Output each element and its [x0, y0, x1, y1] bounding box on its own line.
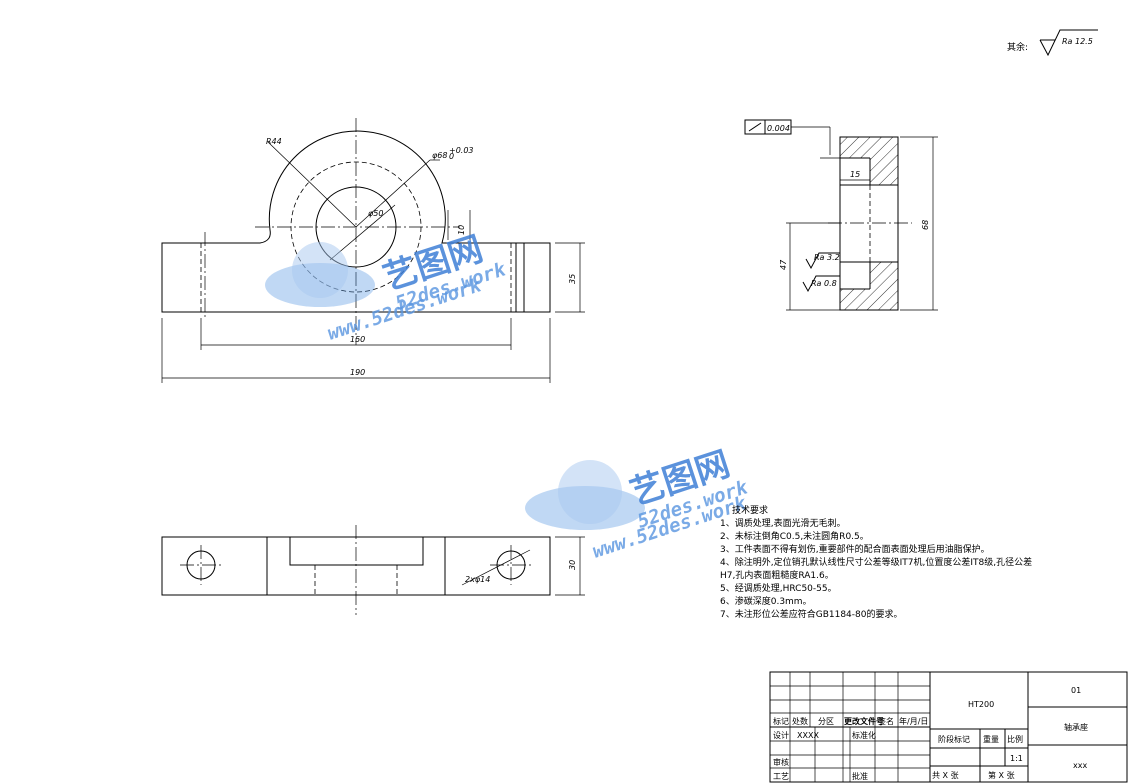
default-roughness-prefix: 其余:	[1007, 41, 1028, 53]
top-view	[161, 525, 585, 615]
tech-req-2: 2、未标注倒角C0.5,未注圆角R0.5。	[720, 530, 869, 542]
ra-3-2: Ra 3.2	[814, 253, 840, 262]
dim-outer: 68	[921, 220, 930, 230]
section-view	[744, 119, 938, 311]
dim-bore-inner: φ50	[368, 209, 383, 218]
tb-row-label-3: 分区	[818, 717, 834, 726]
tb-designer: XXXX	[797, 731, 819, 740]
dim-groove: 10	[457, 225, 466, 235]
tb-standardize: 标准化	[852, 730, 876, 740]
watermark-1	[265, 242, 375, 307]
tech-req-6: 6、渗碳深度0.3mm。	[720, 595, 812, 607]
tb-row-label-4: 更改文件号	[844, 716, 884, 726]
tb-row-label-5: 签名	[878, 716, 894, 726]
tb-approve: 批准	[852, 771, 868, 781]
tb-process: 工艺	[773, 772, 789, 781]
tb-row-label-1: 标记	[773, 716, 789, 726]
dim-step: 15	[850, 170, 860, 179]
tech-req-4: 4、除注明外,定位销孔默认线性尺寸公差等级IT7机,位置度公差IT8级,孔径公差	[720, 556, 1032, 568]
tech-req-5: 5、经调质处理,HRC50-55。	[720, 582, 837, 594]
tb-design: 设计	[773, 730, 789, 740]
tb-stage-mark: 阶段标记	[938, 734, 970, 744]
dim-tol-lower: 0	[449, 152, 454, 161]
dim-height: 35	[568, 274, 577, 284]
tb-row-label-6: 年/月/日	[899, 716, 928, 726]
tol-value: 0.004	[767, 124, 790, 133]
dim-tol-upper: +0.03	[449, 146, 474, 155]
dim-hole-spacing: 150	[350, 335, 365, 344]
tb-sheets-total: 共 X 张	[932, 771, 959, 780]
tb-row-label-2: 处数	[792, 716, 808, 726]
ra-0-8: Ra 0.8	[811, 279, 837, 288]
roughness-symbol	[1039, 29, 1098, 57]
dim-length: 190	[350, 368, 365, 377]
tech-req-3: 3、工件表面不得有划伤,重要部件的配合面表面处理后用油脂保护。	[720, 543, 990, 555]
tb-company: xxx	[1073, 761, 1087, 770]
tb-scale-label: 比例	[1007, 734, 1023, 744]
tb-review: 审核	[773, 757, 789, 767]
tb-scale: 1:1	[1010, 754, 1023, 763]
tb-drawing-no: 01	[1071, 686, 1081, 695]
tb-material: HT200	[968, 700, 994, 709]
dim-holes: 2xφ14	[465, 575, 490, 584]
title-block	[769, 671, 1128, 783]
tb-sheet-no: 第 X 张	[988, 770, 1015, 780]
tech-req-title: 技术要求	[732, 504, 768, 516]
dim-r44: R44	[266, 137, 282, 146]
dim-inner: 47	[779, 259, 788, 270]
tech-req-1: 1、调质处理,表面光滑无毛刺。	[720, 517, 846, 529]
dim-bore-outer: φ68	[432, 151, 447, 160]
front-view	[161, 118, 585, 383]
dim-width: 30	[568, 560, 577, 570]
tb-weight: 重量	[983, 734, 999, 744]
tech-req-4b: H7,孔内表面粗糙度RA1.6。	[720, 569, 834, 581]
tb-part-name: 轴承座	[1064, 722, 1088, 732]
watermark-2	[525, 460, 645, 530]
default-roughness-value: Ra 12.5	[1062, 37, 1093, 46]
tech-req-7: 7、未注形位公差应符合GB1184-80的要求。	[720, 608, 902, 620]
